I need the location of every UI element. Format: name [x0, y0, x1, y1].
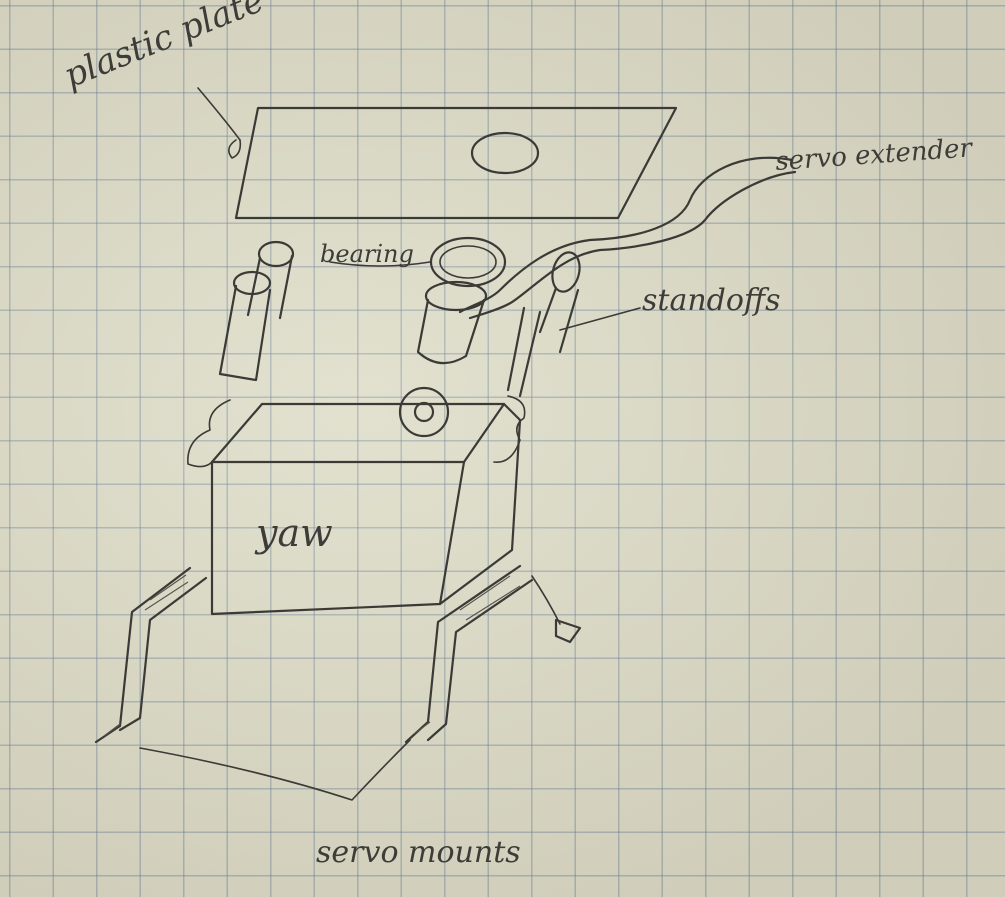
yaw-tab-left — [187, 399, 231, 468]
yaw-box-side — [438, 402, 522, 606]
label-yaw: yaw — [254, 511, 333, 555]
yaw-box-top — [210, 402, 506, 464]
bearing — [329, 236, 507, 288]
yaw-box — [187, 386, 526, 616]
label-bearing: bearing — [320, 240, 414, 268]
label-plastic: plastic plate — [58, 0, 269, 96]
servo-extender-wire-2 — [468, 170, 797, 320]
yaw-output-hub — [413, 401, 435, 423]
servo-extender-wire — [458, 156, 794, 314]
bearing-pointer — [329, 261, 431, 267]
yaw-tab-right — [493, 395, 526, 463]
plate-outline — [234, 106, 678, 220]
servo-mounts-pointer — [139, 739, 411, 801]
servo-mount-left — [94, 566, 208, 744]
label-standoffs: standoffs — [642, 283, 781, 318]
yaw-box-front — [210, 460, 466, 616]
servo-mount-right — [404, 564, 582, 744]
right-mount-tab — [554, 618, 582, 644]
right-mount-pointer — [531, 575, 561, 625]
plastic-plate — [197, 87, 678, 220]
plate-pointer-line — [197, 87, 241, 141]
standoff-right — [506, 251, 641, 398]
plate-hole — [470, 131, 540, 175]
yaw-output-horn — [398, 386, 450, 438]
standoffs-pointer — [559, 307, 641, 331]
center-cylinder — [416, 280, 488, 365]
standoff-left — [218, 240, 295, 382]
plate-pointer-hook — [228, 139, 242, 159]
label-servo-extender: servo extender — [774, 133, 974, 177]
label-servo-mounts: servo mounts — [316, 835, 521, 870]
